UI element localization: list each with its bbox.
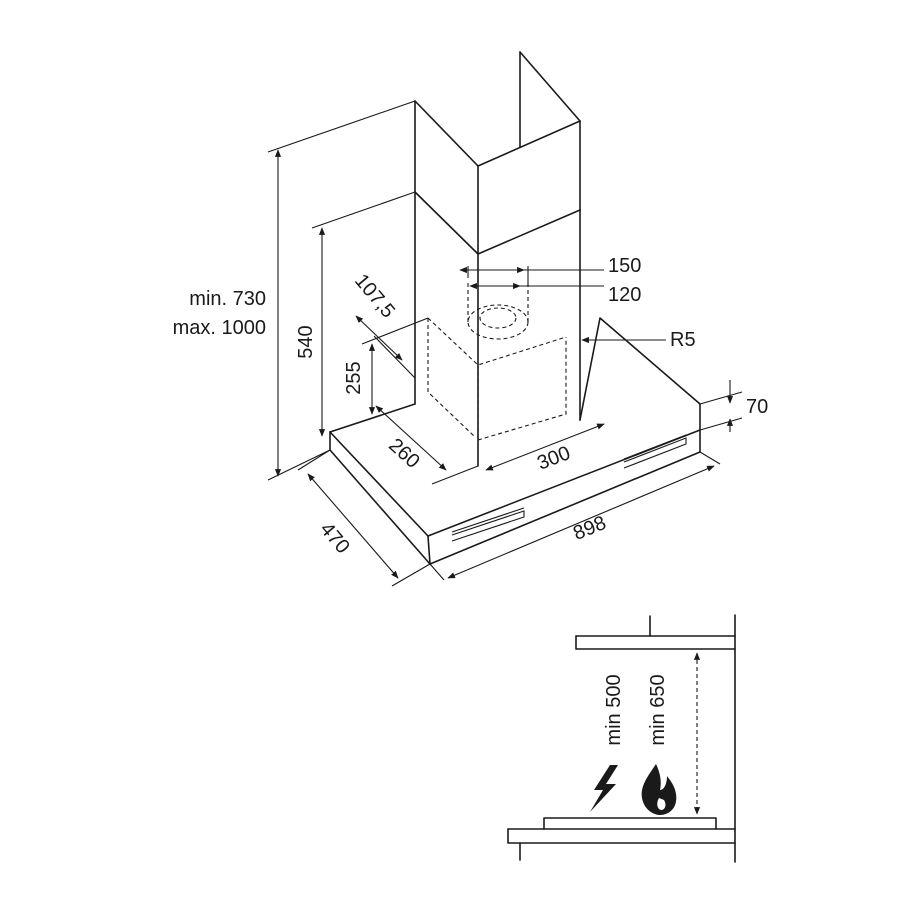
lightning-bolt-icon xyxy=(590,765,618,812)
flame-icon xyxy=(641,764,677,815)
dimension-labels: min. 730 max. 1000 540 255 107,5 150 120… xyxy=(173,255,769,558)
radius-label: R5 xyxy=(670,329,696,351)
dim-260-label: 260 xyxy=(384,434,424,473)
dim-300-label: 300 xyxy=(534,442,573,474)
dim-120-label: 120 xyxy=(608,284,641,306)
height-max-label: max. 1000 xyxy=(173,317,266,339)
dim-255-label: 255 xyxy=(343,361,365,394)
canopy xyxy=(329,317,701,565)
dim-70-label: 70 xyxy=(746,396,768,418)
height-min-label: min. 730 xyxy=(189,288,266,310)
installation-clearance-detail: min 500 min 650 xyxy=(507,614,736,863)
dim-107-5-label: 107,5 xyxy=(350,270,399,322)
min-500-label: min 500 xyxy=(603,674,625,745)
dim-150-label: 150 xyxy=(608,255,641,277)
upper-chimney xyxy=(414,51,581,255)
min-650-label: min 650 xyxy=(647,674,669,745)
lower-chimney xyxy=(414,191,581,467)
dimension-lines xyxy=(267,100,743,587)
dim-540-label: 540 xyxy=(295,325,317,358)
dim-898-label: 898 xyxy=(570,512,609,545)
dim-470-label: 470 xyxy=(315,518,353,558)
